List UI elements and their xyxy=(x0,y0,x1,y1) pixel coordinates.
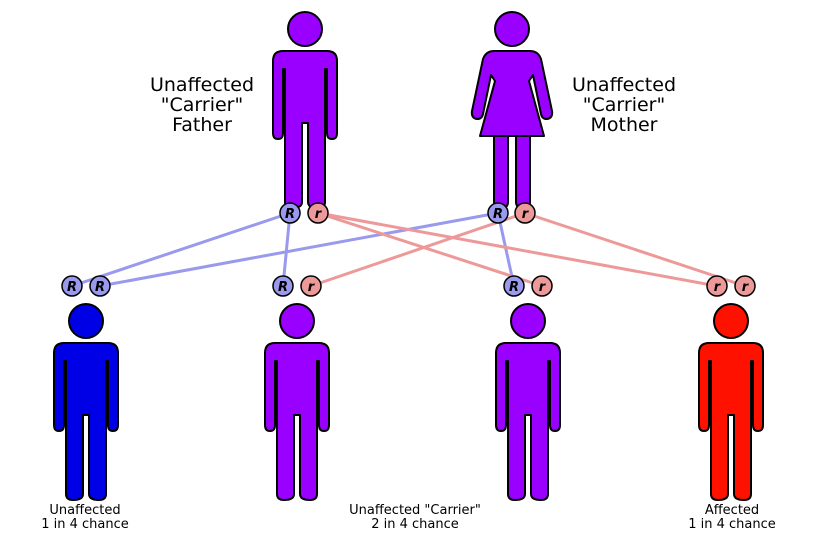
father-allele-1-circle xyxy=(279,202,301,224)
child-2-allele-2-letter: r xyxy=(308,280,316,295)
father-allele-2: r xyxy=(307,202,329,224)
line-mother-R-child3 xyxy=(496,211,516,288)
child-3-allele-2: r xyxy=(531,275,553,297)
mother-allele-2: r xyxy=(514,202,536,224)
mother-figure-left-leg xyxy=(493,133,509,210)
child-3-allele-1-letter: R xyxy=(509,280,519,295)
child-4-allele-1-letter: r xyxy=(714,280,722,295)
caption-affected-line-2: 1 in 4 chance xyxy=(688,517,776,533)
child-4-allele-1-circle xyxy=(706,275,728,297)
child-figure-3 xyxy=(495,303,561,501)
caption-carrier-line-1: Unaffected "Carrier" xyxy=(349,503,481,518)
father-figure xyxy=(272,11,338,209)
father-label-line-2: "Carrier" xyxy=(160,93,244,116)
mother-label: Unaffected "Carrier" Mother xyxy=(562,74,686,136)
child-3-allele-1: R xyxy=(503,275,525,297)
child-figure-3-head xyxy=(510,303,546,339)
line-mother-r-child4 xyxy=(523,211,747,288)
child-figure-4-head xyxy=(713,303,749,339)
caption-unaffected: Unaffected 1 in 4 chance xyxy=(20,503,150,533)
child-1-allele-1-letter: R xyxy=(67,280,77,295)
mother-allele-1-circle xyxy=(487,202,509,224)
child-2-allele-1-letter: R xyxy=(278,280,288,295)
child-4-allele-2-circle xyxy=(734,275,756,297)
father-allele-2-letter: r xyxy=(315,207,323,222)
mother-label-line-1: Unaffected xyxy=(571,74,677,96)
caption-unaffected-line-1: Unaffected xyxy=(49,503,121,518)
line-father-R-child1 xyxy=(70,211,292,288)
child-figure-4-body xyxy=(698,342,764,501)
child-figure-3-body xyxy=(495,342,561,501)
child-2-allele-1: R xyxy=(272,275,294,297)
child-4-allele-1: r xyxy=(706,275,728,297)
mother-allele-2-circle xyxy=(514,202,536,224)
child-figure-1 xyxy=(53,303,119,501)
child-figure-2-head xyxy=(279,303,315,339)
line-father-r-child4 xyxy=(316,211,719,288)
child-3-allele-2-letter: r xyxy=(539,280,547,295)
father-label-line-3: Father xyxy=(172,113,232,136)
inheritance-lines xyxy=(70,211,747,288)
child-figure-1-body xyxy=(53,342,119,501)
line-father-r-child3 xyxy=(316,211,544,288)
father-figure-body xyxy=(272,50,338,209)
line-mother-R-child1 xyxy=(98,211,500,288)
mother-figure-right-leg xyxy=(515,133,531,210)
child-1-allele-2-letter: R xyxy=(95,280,105,295)
father-figure-head xyxy=(287,11,323,47)
child-2-allele-2-circle xyxy=(300,275,322,297)
mother-allele-1: R xyxy=(487,202,509,224)
child-2-allele-1-circle xyxy=(272,275,294,297)
caption-affected-line-1: Affected xyxy=(704,503,760,518)
line-mother-r-child2 xyxy=(309,211,527,288)
mother-allele-2-letter: r xyxy=(522,207,530,222)
child-3-allele-2-circle xyxy=(531,275,553,297)
caption-carrier-line-2: 2 in 4 chance xyxy=(371,517,459,533)
father-label-line-1: Unaffected xyxy=(149,74,255,96)
father-allele-1-letter: R xyxy=(285,207,295,222)
father-allele-2-circle xyxy=(307,202,329,224)
caption-affected: Affected 1 in 4 chance xyxy=(672,503,792,533)
mother-figure-dress xyxy=(470,50,554,137)
child-1-allele-2-circle xyxy=(89,275,111,297)
mother-allele-1-letter: R xyxy=(493,207,503,222)
child-1-allele-1-circle xyxy=(61,275,83,297)
father-allele-1: R xyxy=(279,202,301,224)
child-4-allele-2: r xyxy=(734,275,756,297)
father-label: Unaffected "Carrier" Father xyxy=(140,74,264,136)
mother-label-line-2: "Carrier" xyxy=(582,93,666,116)
child-figure-4 xyxy=(698,303,764,501)
caption-carrier: Unaffected "Carrier" 2 in 4 chance xyxy=(320,503,510,533)
child-figure-1-head xyxy=(68,303,104,339)
caption-unaffected-line-2: 1 in 4 chance xyxy=(41,517,129,533)
mother-figure-head xyxy=(494,11,530,47)
child-figure-2 xyxy=(264,303,330,501)
mother-figure xyxy=(470,11,554,210)
child-2-allele-2: r xyxy=(300,275,322,297)
child-figure-2-body xyxy=(264,342,330,501)
line-father-R-child2 xyxy=(281,211,292,288)
mother-label-line-3: Mother xyxy=(590,113,658,136)
child-3-allele-1-circle xyxy=(503,275,525,297)
child-4-allele-2-letter: r xyxy=(742,280,750,295)
child-1-allele-2: R xyxy=(89,275,111,297)
child-1-allele-1: R xyxy=(61,275,83,297)
